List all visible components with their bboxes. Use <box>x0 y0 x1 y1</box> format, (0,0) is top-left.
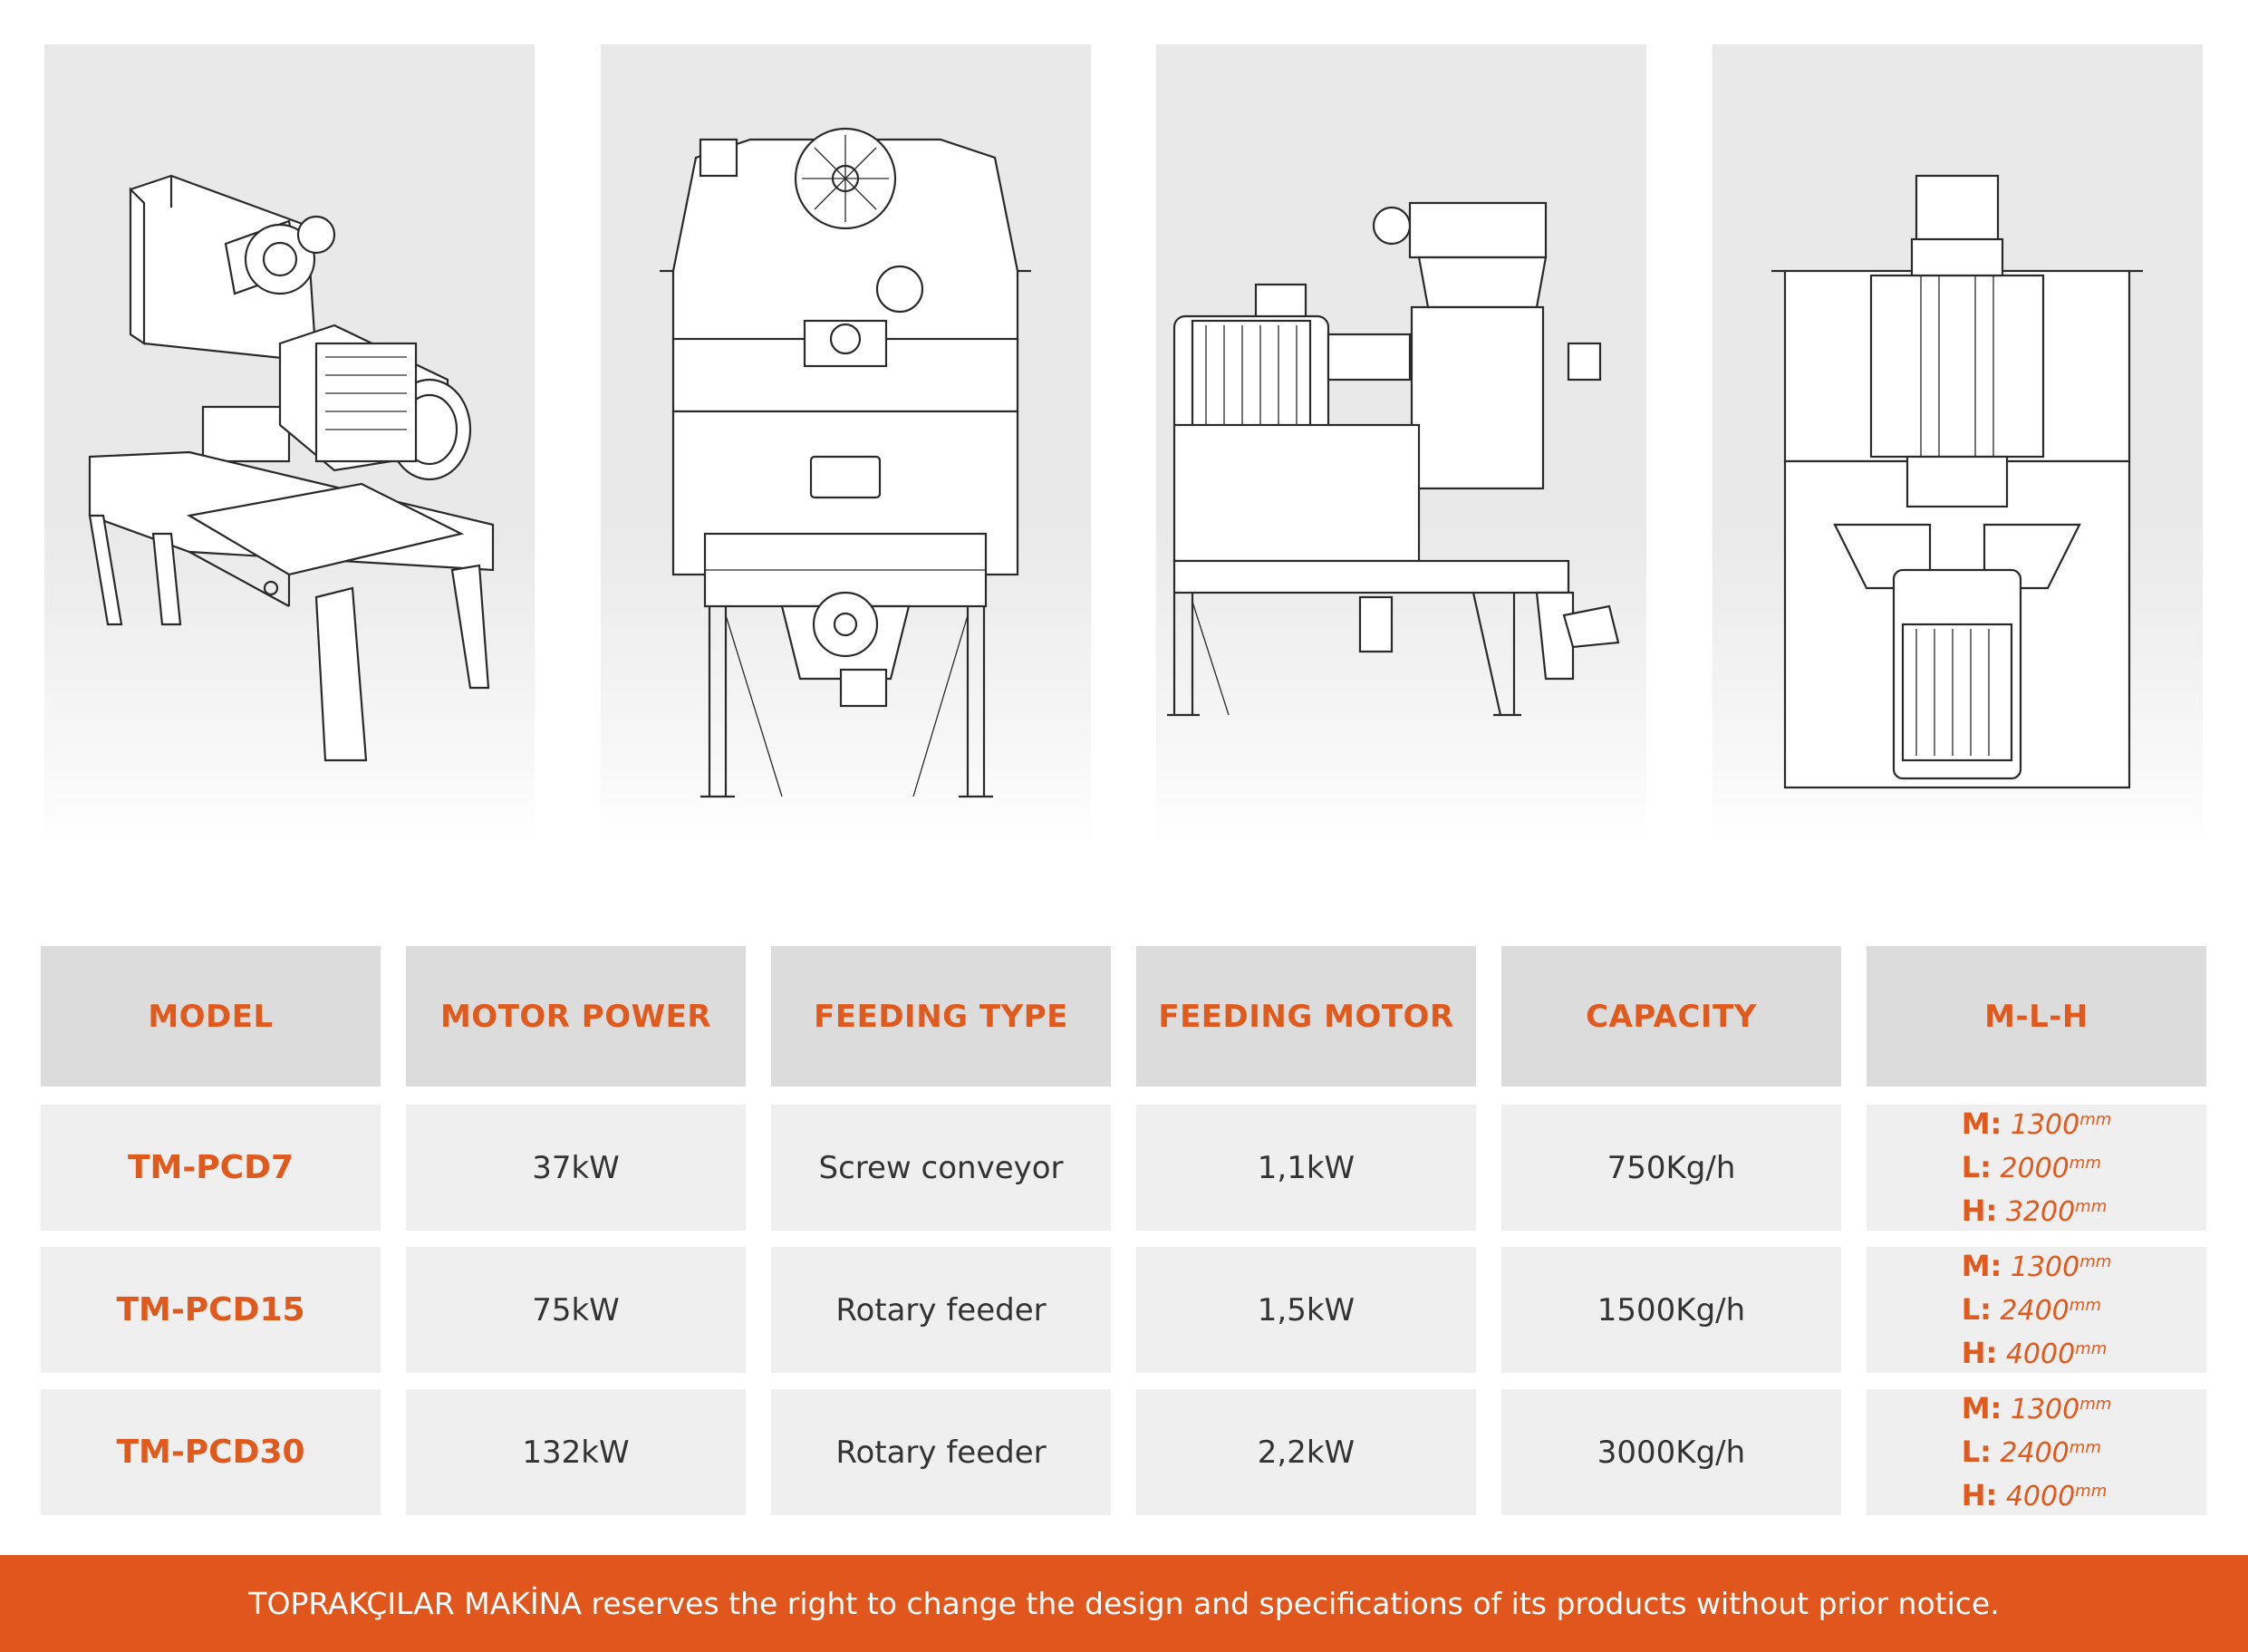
row3-capacity: 3000Kg/h <box>1501 1389 1841 1515</box>
row2-m-unit: mm <box>2079 1251 2112 1271</box>
machine-front-view <box>601 44 1091 845</box>
row3-feeding-motor: 2,2kW <box>1136 1389 1476 1515</box>
row2-feeding-motor: 1,5kW <box>1136 1247 1476 1373</box>
row3-h-label: H: <box>1961 1477 1998 1512</box>
row2-h-unit: mm <box>2075 1338 2108 1358</box>
row2-m-label: M: <box>1961 1248 2002 1283</box>
row2-l-label: L: <box>1961 1291 1992 1327</box>
header-capacity: CAPACITY <box>1501 946 1841 1087</box>
row1-motor-power: 37kW <box>406 1105 746 1231</box>
row1-m-value: 1300 <box>2010 1108 2080 1141</box>
row3-m-value: 1300 <box>2010 1393 2080 1425</box>
row1-l-label: L: <box>1961 1149 1992 1184</box>
top-drawing <box>1771 174 2143 789</box>
row2-motor-power: 75kW <box>406 1247 746 1373</box>
row2-capacity: 1500Kg/h <box>1501 1247 1841 1373</box>
row1-model: TM-PCD7 <box>41 1105 381 1231</box>
disclaimer-text: TOPRAKÇILAR MAKİNA reserves the right to… <box>248 1586 2000 1621</box>
header-motor-power: MOTOR POWER <box>406 946 746 1087</box>
header-mlh: M-L-H <box>1867 946 2206 1087</box>
row1-m-unit: mm <box>2079 1109 2112 1129</box>
row3-l-label: L: <box>1961 1434 1992 1469</box>
row1-m-label: M: <box>1961 1106 2002 1141</box>
side-drawing <box>1167 201 1620 717</box>
row3-m-label: M: <box>1961 1390 2002 1425</box>
row2-l-value: 2400 <box>2000 1294 2070 1327</box>
header-model: MODEL <box>41 946 381 1087</box>
row1-h-value: 3200 <box>2005 1195 2076 1228</box>
row3-dimensions: M: 1300mm L: 2400mm H: 4000mm <box>1867 1389 2206 1515</box>
row1-feeding-motor: 1,1kW <box>1136 1105 1476 1231</box>
row1-h-label: H: <box>1961 1193 1998 1228</box>
row3-model: TM-PCD30 <box>41 1389 381 1515</box>
row1-l-unit: mm <box>2069 1153 2101 1173</box>
row3-m-unit: mm <box>2079 1394 2112 1414</box>
disclaimer-footer: TOPRAKÇILAR MAKİNA reserves the right to… <box>0 1555 2248 1652</box>
row2-m-value: 1300 <box>2010 1251 2080 1283</box>
isometric-drawing <box>88 174 495 762</box>
machine-isometric-view <box>44 44 535 845</box>
row3-h-value: 4000 <box>2005 1480 2076 1512</box>
row1-l-value: 2000 <box>2000 1152 2070 1184</box>
row3-h-unit: mm <box>2075 1481 2108 1501</box>
row2-h-value: 4000 <box>2005 1338 2076 1370</box>
header-feeding-type: FEEDING TYPE <box>771 946 1111 1087</box>
row2-h-label: H: <box>1961 1335 1998 1370</box>
row2-feeding-type: Rotary feeder <box>771 1247 1111 1373</box>
row2-model: TM-PCD15 <box>41 1247 381 1373</box>
row2-dimensions: M: 1300mm L: 2400mm H: 4000mm <box>1867 1247 2206 1373</box>
row3-l-unit: mm <box>2069 1437 2101 1457</box>
front-drawing <box>660 127 1031 798</box>
row3-feeding-type: Rotary feeder <box>771 1389 1111 1515</box>
machine-side-view <box>1156 44 1646 845</box>
row2-l-unit: mm <box>2069 1295 2101 1315</box>
header-feeding-motor: FEEDING MOTOR <box>1136 946 1476 1087</box>
row1-feeding-type: Screw conveyor <box>771 1105 1111 1231</box>
row3-motor-power: 132kW <box>406 1389 746 1515</box>
row1-capacity: 750Kg/h <box>1501 1105 1841 1231</box>
machine-top-view <box>1713 44 2203 845</box>
row1-dimensions: M: 1300mm L: 2000mm H: 3200mm <box>1867 1105 2206 1231</box>
row3-l-value: 2400 <box>2000 1436 2070 1469</box>
row1-h-unit: mm <box>2075 1196 2108 1216</box>
